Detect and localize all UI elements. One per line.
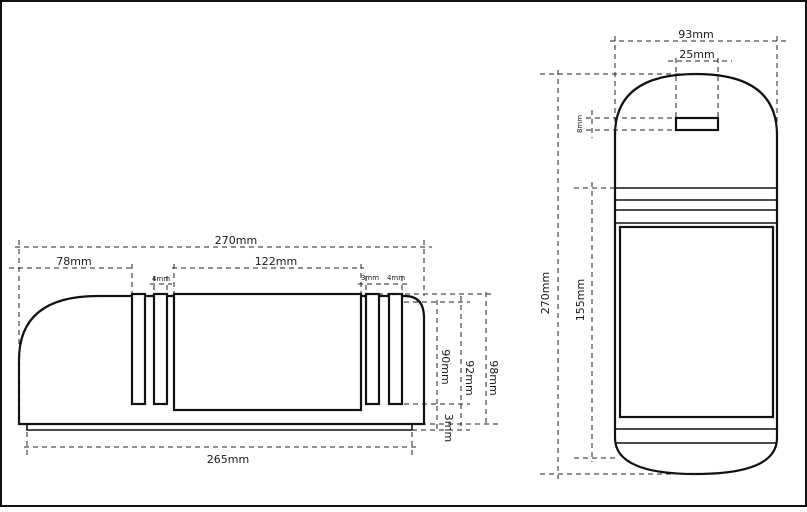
dim-middle-section: 122mm — [255, 255, 297, 268]
slot-4 — [387, 292, 404, 406]
dim-front-section: 78mm — [56, 255, 91, 268]
dim-inner-height: 90mm — [439, 349, 452, 384]
dim-top-width: 93mm — [678, 28, 713, 41]
slot-3 — [364, 292, 381, 406]
dim-mid-height: 92mm — [463, 360, 476, 395]
side-base-plate — [26, 424, 413, 431]
dim-slot-width: 25mm — [679, 48, 714, 61]
handle-slot — [674, 116, 720, 132]
slot-1 — [130, 292, 147, 406]
dim-overall-length: 270mm — [215, 234, 257, 247]
side-view: 270mm 78mm 4mm 122mm 3mm 4mm 90mm 92mm 9… — [9, 234, 500, 466]
dim-top-length: 270mm — [539, 272, 552, 314]
slot-2 — [152, 292, 169, 406]
top-view: 93mm 25mm 8mm 270mm 155mm — [539, 28, 790, 479]
dim-slot-gap-right-a: 3mm — [361, 274, 379, 282]
dim-window-length: 155mm — [574, 279, 587, 321]
dim-base-length: 265mm — [207, 453, 249, 466]
dim-slot-gap-left: 4mm — [152, 275, 170, 283]
dim-total-height: 98mm — [487, 360, 500, 395]
dim-slot-gap-right-b: 4mm — [387, 274, 405, 282]
center-block — [172, 292, 363, 412]
dim-base-thickness: 3mm — [442, 414, 455, 442]
top-window — [618, 225, 775, 419]
dim-slot-depth: 8mm — [576, 115, 584, 133]
